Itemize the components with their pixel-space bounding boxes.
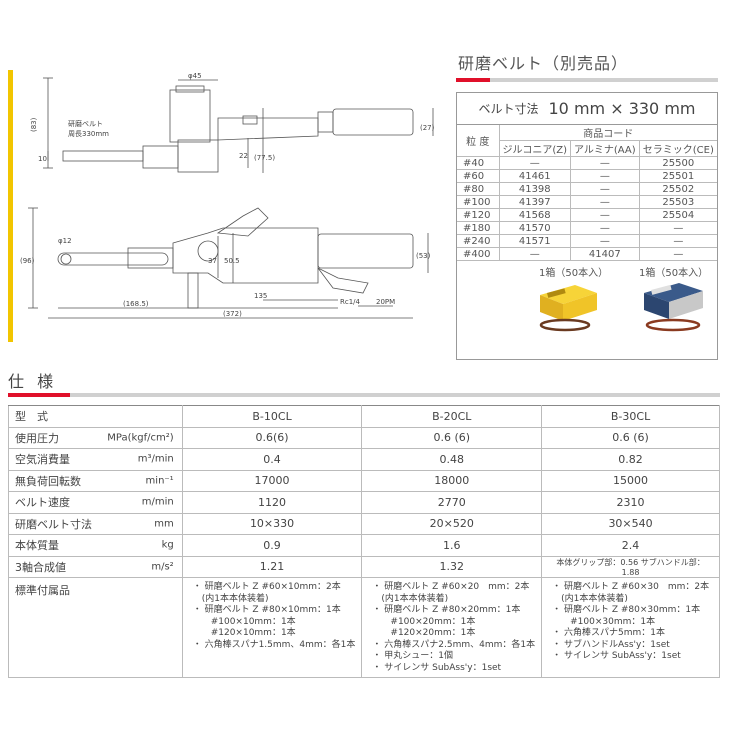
list-item: ・ 六角棒スパナ5mm：1本: [552, 628, 665, 638]
dim-w372: (372): [223, 310, 242, 318]
list-item: ・ 研磨ベルト Z #80×10mm：1本: [192, 605, 341, 615]
acc-list-b30: ・ 研磨ベルト Z #60×30 mm：2本 (内1本本体装着)・ 研磨ベルト …: [548, 582, 713, 663]
dim-h37: 37: [208, 257, 217, 265]
belt-size-label: ベルト寸法: [478, 102, 539, 116]
belt-code-table: 粒 度 商品コード ジルコニア(Z) アルミナ(AA) セラミック(CE) #4…: [457, 125, 717, 261]
belt-label-1: 研磨ベルト: [68, 119, 103, 128]
table-row-accessories: 標準付属品 ・ 研磨ベルト Z #60×10mm：2本 (内1本本体装着)・ 研…: [8, 577, 720, 678]
list-item: (内1本本体装着): [372, 593, 449, 604]
belt-size-row: ベルト寸法 10 mm × 330 mm: [457, 93, 717, 125]
list-item: ・ 研磨ベルト Z #60×20 mm：2本: [372, 582, 530, 592]
list-item: #100×20mm：1本: [372, 616, 476, 627]
technical-drawing: φ45 研磨ベルト 周長330mm (83) 10 22 (77.5) (27)…: [20, 72, 435, 319]
list-item: #120×20mm：1本: [372, 628, 476, 638]
belt-label-2: 周長330mm: [68, 130, 109, 138]
list-item: ・ 研磨ベルト Z #60×10mm：2本: [192, 582, 341, 592]
dim-h83: (83): [30, 117, 38, 132]
dim-pm: 20PM: [376, 298, 395, 306]
belt-box-yellow-image: [539, 285, 597, 332]
box2-caption: 1箱（50本入）: [639, 268, 709, 279]
list-item: ・ 研磨ベルト Z #60×30 mm：2本: [552, 582, 710, 592]
list-item: ・ 六角棒スパナ1.5mm、4mm：各1本: [192, 639, 356, 650]
acc-list-b10: ・ 研磨ベルト Z #60×10mm：2本 (内1本本体装着)・ 研磨ベルト Z…: [189, 582, 356, 651]
dim-h96: (96): [20, 257, 35, 265]
col-code: 商品コード: [499, 125, 717, 141]
col-aa: アルミナ(AA): [570, 140, 640, 157]
col-zr: ジルコニア(Z): [499, 140, 572, 157]
dim-d12: φ12: [58, 237, 72, 245]
table-row: #400—41407—: [457, 247, 717, 261]
list-item: ・ サイレンサ SubAss'y：1set: [552, 651, 681, 661]
list-item: ・ 甲丸シュー：1個: [372, 651, 453, 661]
belt-heading: 研磨ベルト（別売品）: [458, 54, 629, 73]
belt-size-value: 10 mm × 330 mm: [548, 99, 696, 118]
col-grit: 粒 度: [457, 125, 500, 157]
belt-box-blue-image: [644, 283, 703, 332]
list-item: ・ 研磨ベルト Z #80×30mm：1本: [552, 605, 701, 615]
dim-h50-5: 50.5: [224, 257, 240, 265]
dim-h53: (53): [416, 252, 431, 260]
dim-w135: 135: [254, 292, 267, 300]
table-row: #40——25500: [457, 156, 717, 170]
list-item: #100×10mm：1本: [192, 616, 296, 627]
dim-h27: (27): [420, 124, 435, 132]
acc-list-b20: ・ 研磨ベルト Z #60×20 mm：2本 (内1本本体装着)・ 研磨ベルト …: [368, 582, 535, 674]
list-item: (内1本本体装着): [552, 593, 628, 604]
spec-heading: 仕 様: [8, 372, 58, 391]
list-item: (内1本本体装着): [192, 593, 269, 604]
list-item: #120×10mm：1本: [192, 628, 296, 638]
dim-h22: 22: [239, 152, 248, 160]
list-item: ・ サイレンサ SubAss'y：1set: [372, 662, 502, 673]
belt-heading-rule: [456, 78, 718, 82]
col-ce: セラミック(CE): [639, 140, 717, 157]
accent-bar: [8, 70, 13, 342]
dim-h77-5: (77.5): [254, 154, 275, 162]
box1-caption: 1箱（50本入）: [539, 268, 609, 279]
dim-w168-5: (168.5): [123, 300, 149, 308]
belt-box-images: 1箱（50本入） 1箱（50本入）: [457, 261, 717, 336]
belt-table-box: ベルト寸法 10 mm × 330 mm 粒 度 商品コード ジルコニア(Z) …: [456, 92, 718, 360]
dim-rc: Rc1/4: [340, 298, 361, 306]
list-item: ・ 研磨ベルト Z #80×20mm：1本: [372, 605, 521, 615]
table-row: 型 式 B-10CL B-20CL B-30CL: [8, 405, 720, 428]
list-item: ・ サブハンドルAss'y：1set: [552, 639, 670, 650]
dim-h10: 10: [38, 155, 47, 163]
list-item: ・ 六角棒スパナ2.5mm、4mm：各1本: [372, 639, 536, 650]
spec-heading-rule: [8, 393, 720, 397]
list-item: #100×30mm：1本: [552, 616, 656, 627]
dim-d45: φ45: [188, 72, 202, 80]
